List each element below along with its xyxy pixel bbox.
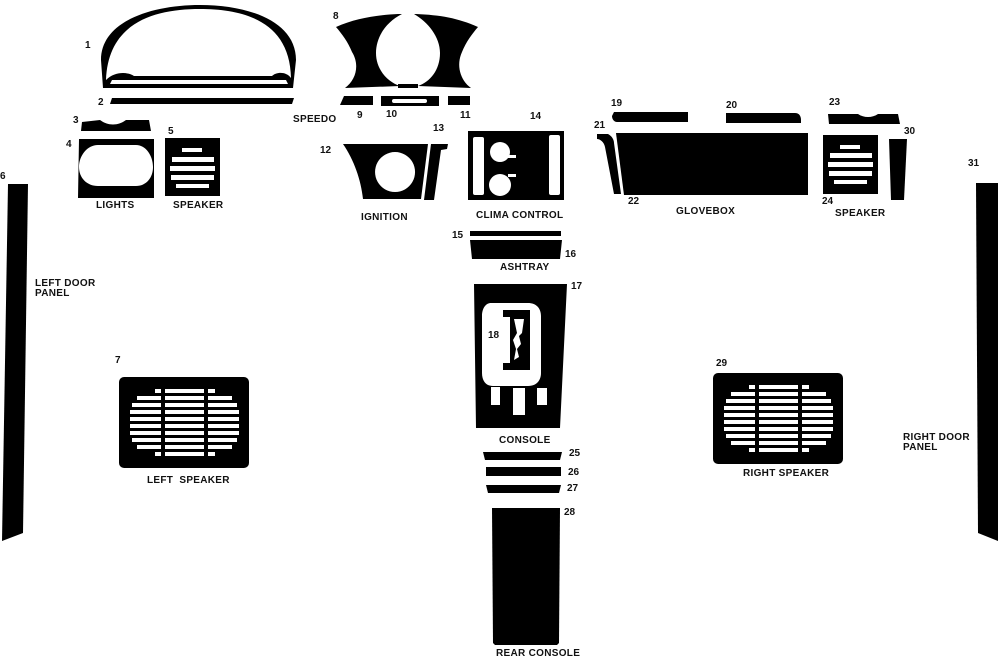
label-ignition: IGNITION bbox=[361, 212, 408, 223]
part-number-26: 26 bbox=[568, 467, 580, 478]
part-number-8: 8 bbox=[333, 11, 339, 22]
part-10-trim[interactable] bbox=[381, 96, 439, 106]
part-number-6: 6 bbox=[0, 171, 6, 182]
part-number-12: 12 bbox=[320, 145, 332, 156]
label-clima-control: CLIMA CONTROL bbox=[476, 210, 564, 221]
part-15-ashtray-strip[interactable] bbox=[470, 231, 561, 236]
label-console: CONSOLE bbox=[499, 435, 551, 446]
part-number-29: 29 bbox=[716, 358, 728, 369]
part-19-glovebox-trim[interactable] bbox=[612, 112, 688, 122]
part-number-9: 9 bbox=[357, 110, 363, 121]
part-number-5: 5 bbox=[168, 126, 174, 137]
part-number-30: 30 bbox=[904, 126, 916, 137]
part-number-20: 20 bbox=[726, 100, 738, 111]
part-23-trim[interactable] bbox=[828, 114, 900, 124]
part-14-clima-control[interactable] bbox=[468, 131, 564, 200]
label-lights: LIGHTS bbox=[96, 200, 135, 211]
part-31-right-door-panel[interactable] bbox=[976, 183, 998, 541]
part-4-lights-bezel[interactable] bbox=[78, 139, 154, 198]
part-20-glovebox-trim[interactable] bbox=[726, 113, 801, 123]
part-22-glovebox-door[interactable] bbox=[616, 133, 808, 195]
part-2-lower-strip[interactable] bbox=[110, 98, 294, 104]
part-number-4: 4 bbox=[66, 139, 72, 150]
part-number-31: 31 bbox=[968, 158, 980, 169]
part-number-27: 27 bbox=[567, 483, 579, 494]
part-29-right-speaker[interactable] bbox=[713, 373, 843, 464]
part-21-glovebox-side[interactable] bbox=[597, 134, 621, 194]
part-number-19: 19 bbox=[611, 98, 623, 109]
label-speaker-left: SPEAKER bbox=[173, 200, 224, 211]
part-number-10: 10 bbox=[386, 109, 398, 120]
part-6-left-door-panel[interactable] bbox=[2, 184, 28, 541]
part-27-strip[interactable] bbox=[486, 485, 561, 493]
part-number-14: 14 bbox=[530, 111, 542, 122]
part-number-28: 28 bbox=[564, 507, 576, 518]
part-number-11: 11 bbox=[460, 110, 471, 121]
part-number-23: 23 bbox=[829, 97, 841, 108]
part-30-trim[interactable] bbox=[889, 139, 907, 200]
part-17-console-panel[interactable] bbox=[474, 284, 567, 428]
part-26-strip[interactable] bbox=[486, 467, 561, 476]
part-7-left-speaker[interactable] bbox=[119, 377, 249, 468]
part-24-speaker-grille-right[interactable] bbox=[823, 135, 878, 194]
part-number-2: 2 bbox=[98, 97, 104, 108]
part-3-light-trim[interactable] bbox=[81, 120, 151, 131]
part-number-7: 7 bbox=[115, 355, 121, 366]
part-number-21: 21 bbox=[594, 120, 606, 131]
part-number-25: 25 bbox=[569, 448, 581, 459]
part-18-shifter-gate[interactable] bbox=[503, 310, 530, 370]
part-number-13: 13 bbox=[433, 123, 445, 134]
part-25-strip[interactable] bbox=[483, 452, 562, 460]
label-left-door-panel: LEFT DOOR PANEL bbox=[35, 278, 96, 299]
part-13-trim[interactable] bbox=[424, 144, 448, 200]
part-9-trim[interactable] bbox=[340, 96, 373, 105]
part-8-speedo-bezel[interactable] bbox=[336, 14, 478, 88]
label-left-speaker: LEFT SPEAKER bbox=[147, 475, 230, 486]
part-number-3: 3 bbox=[73, 115, 79, 126]
part-1-cluster-bezel[interactable] bbox=[101, 5, 296, 88]
part-number-1: 1 bbox=[85, 40, 91, 51]
part-number-22: 22 bbox=[628, 196, 640, 207]
label-speaker-right: SPEAKER bbox=[835, 208, 886, 219]
part-11-trim[interactable] bbox=[448, 96, 470, 105]
part-28-rear-console[interactable] bbox=[492, 508, 560, 645]
part-number-24: 24 bbox=[822, 196, 834, 207]
part-number-17: 17 bbox=[571, 281, 583, 292]
label-speedo: SPEEDO bbox=[293, 114, 337, 125]
label-rear-console: REAR CONSOLE bbox=[496, 648, 581, 659]
part-5-speaker-grille-left[interactable] bbox=[165, 138, 220, 196]
label-glovebox: GLOVEBOX bbox=[676, 206, 736, 217]
part-number-16: 16 bbox=[565, 249, 577, 260]
part-number-15: 15 bbox=[452, 230, 464, 241]
part-12-ignition-bezel[interactable] bbox=[343, 144, 428, 199]
part-16-ashtray-panel[interactable] bbox=[470, 240, 562, 259]
label-ashtray: ASHTRAY bbox=[500, 262, 550, 273]
label-right-speaker: RIGHT SPEAKER bbox=[743, 468, 830, 479]
label-right-door-panel: RIGHT DOOR PANEL bbox=[903, 432, 970, 453]
part-number-18: 18 bbox=[488, 330, 500, 341]
